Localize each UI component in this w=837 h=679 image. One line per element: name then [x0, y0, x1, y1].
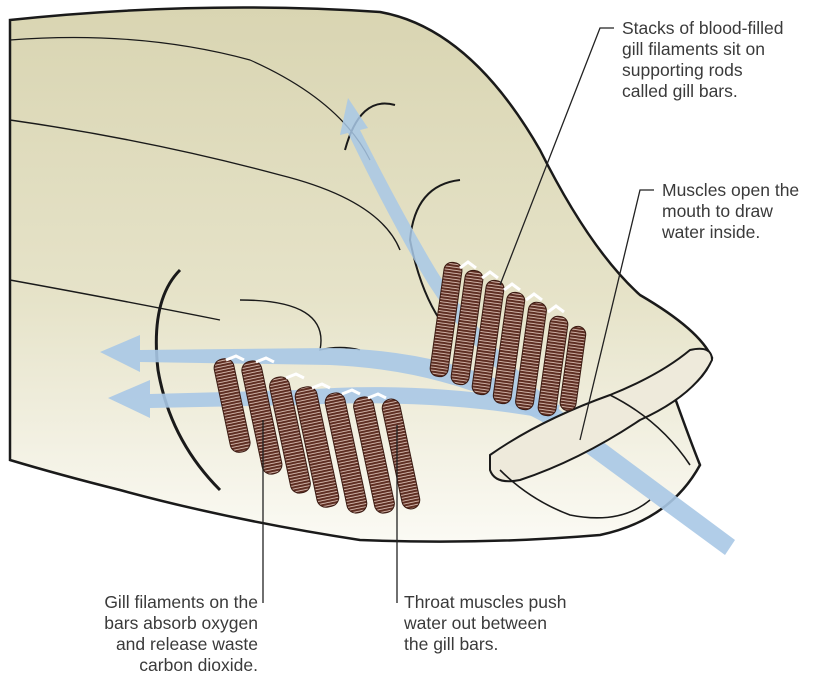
label-line: the gill bars. — [404, 634, 566, 655]
label-line: supporting rods — [622, 60, 783, 81]
label-line: carbon dioxide. — [40, 655, 258, 676]
label-line: Stacks of blood-filled — [622, 18, 783, 39]
label-gill-filaments: Gill filaments on the bars absorb oxygen… — [40, 592, 258, 676]
label-line: Muscles open the — [662, 180, 799, 201]
label-line: Throat muscles push — [404, 592, 566, 613]
label-line: mouth to draw — [662, 201, 799, 222]
label-line: bars absorb oxygen — [40, 613, 258, 634]
label-line: and release waste — [40, 634, 258, 655]
label-throat-muscles: Throat muscles push water out between th… — [404, 592, 566, 655]
label-line: water out between — [404, 613, 566, 634]
label-line: water inside. — [662, 222, 799, 243]
label-stacks-of-gill-filaments: Stacks of blood-filled gill filaments si… — [622, 18, 783, 102]
label-line: gill filaments sit on — [622, 39, 783, 60]
label-line: Gill filaments on the — [40, 592, 258, 613]
label-mouth-muscles: Muscles open the mouth to draw water ins… — [662, 180, 799, 243]
label-line: called gill bars. — [622, 81, 783, 102]
